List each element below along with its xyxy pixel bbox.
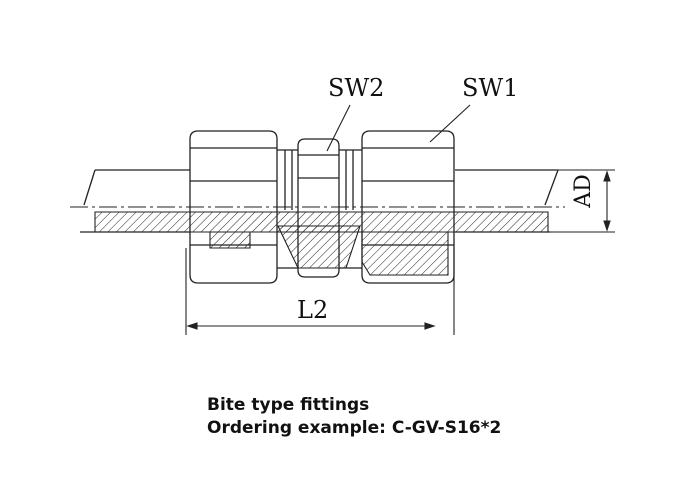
sw2-leader (326, 104, 351, 152)
l2-label: L2 (297, 296, 328, 324)
sw2-label: SW2 (328, 74, 384, 102)
sw1-label: SW1 (462, 74, 518, 102)
sw1-leader (429, 104, 471, 143)
caption-title: Bite type fittings (207, 395, 370, 415)
caption-ordering-example: Ordering example: C-GV-S16*2 (207, 418, 502, 438)
l2-dimension (185, 248, 455, 335)
body-hex (277, 138, 362, 278)
ad-label: AD (571, 174, 596, 209)
section-hatching (94, 211, 549, 276)
ad-dimension (550, 169, 615, 233)
